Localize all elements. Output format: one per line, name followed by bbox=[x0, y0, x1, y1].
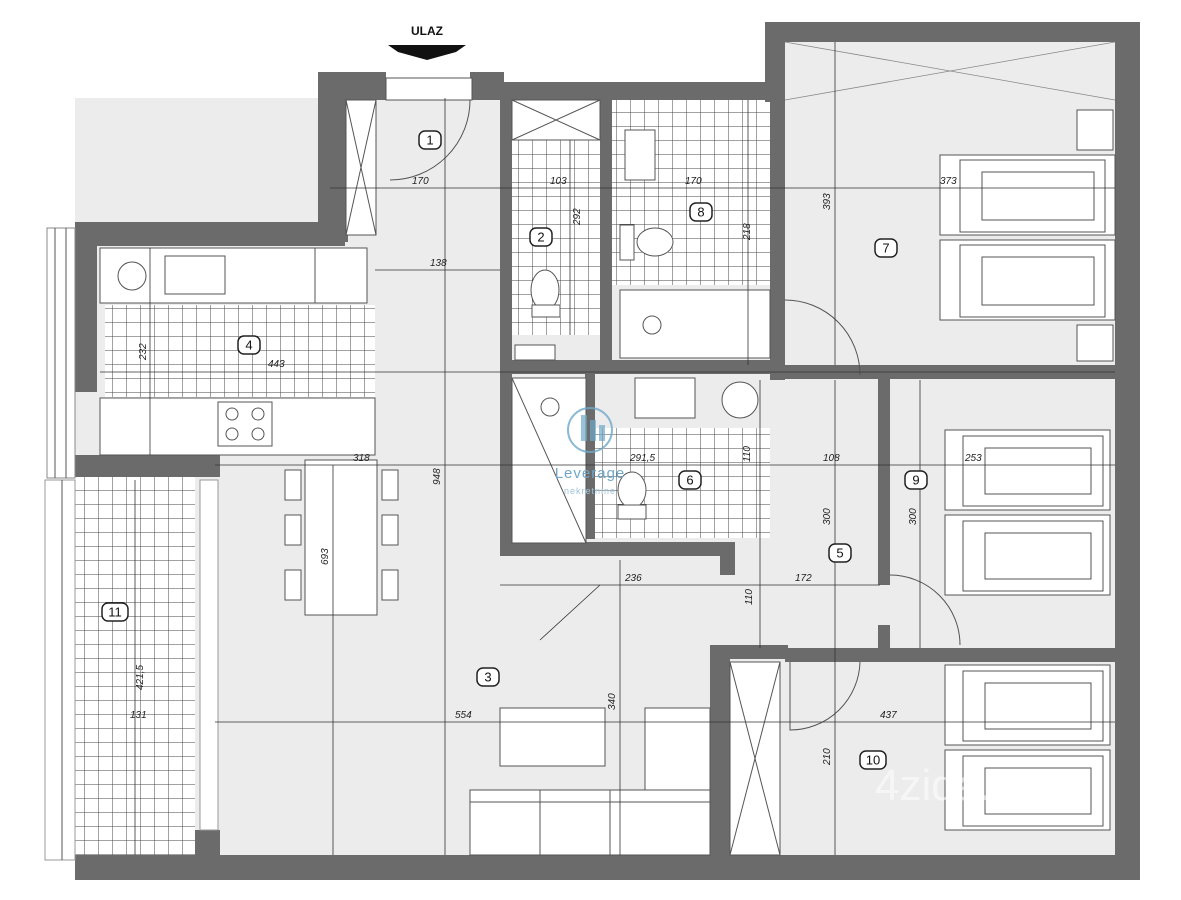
dimension-labels: 170 103 170 373 393 138 292 218 443 232 … bbox=[130, 176, 982, 766]
room-badge: 5 bbox=[828, 543, 852, 563]
dim-label: 232 bbox=[138, 343, 149, 361]
entrance-label: ULAZ bbox=[411, 24, 443, 38]
watermark: 4zida.r bbox=[875, 761, 1007, 810]
watermark-text: 4zida.r bbox=[875, 761, 1007, 810]
dim-label: 393 bbox=[822, 193, 833, 210]
dim-label: 131 bbox=[130, 710, 147, 721]
logo-name: Leverage bbox=[555, 465, 626, 482]
dim-label: 437 bbox=[880, 710, 897, 721]
room-badge: 4 bbox=[237, 335, 261, 355]
dim-label: 421,5 bbox=[135, 665, 146, 690]
room-number: 6 bbox=[686, 473, 693, 488]
dim-label: 172 bbox=[795, 573, 812, 584]
room-number: 10 bbox=[866, 753, 880, 768]
entrance-arrow-icon bbox=[388, 45, 466, 60]
dim-label: 443 bbox=[268, 359, 285, 370]
dim-label: 554 bbox=[455, 710, 472, 721]
dimension-lines bbox=[100, 42, 1115, 855]
dim-label: 170 bbox=[685, 176, 702, 187]
dim-label: 236 bbox=[624, 573, 642, 584]
entrance-marker: ULAZ bbox=[388, 24, 466, 60]
dim-label: 693 bbox=[320, 548, 331, 565]
dim-label: 110 bbox=[742, 446, 753, 462]
dim-label: 138 bbox=[430, 258, 447, 269]
dim-label: 210 bbox=[822, 748, 833, 766]
room-badge: 3 bbox=[476, 667, 500, 687]
room-number: 3 bbox=[484, 670, 491, 685]
dim-label: 948 bbox=[432, 468, 443, 485]
dim-label: 110 bbox=[744, 589, 755, 605]
logo-subtitle: nekretnine bbox=[564, 486, 616, 496]
room-badge: 9 bbox=[904, 470, 928, 490]
room-badges: 1 2 3 4 5 6 7 8 9 10 11 bbox=[101, 130, 928, 770]
dim-label: 253 bbox=[964, 453, 982, 464]
dim-label: 292 bbox=[572, 208, 583, 226]
window-lines bbox=[44, 41, 1116, 861]
dim-label: 291,5 bbox=[629, 453, 655, 464]
room-badge: 7 bbox=[874, 238, 898, 258]
room-number: 11 bbox=[108, 605, 122, 620]
room-number: 8 bbox=[697, 205, 704, 220]
room-badge: 2 bbox=[529, 227, 553, 247]
room-number: 1 bbox=[426, 133, 433, 148]
room-number: 2 bbox=[537, 230, 544, 245]
room-number: 5 bbox=[836, 546, 843, 561]
dim-label: 373 bbox=[940, 176, 957, 187]
room-number: 9 bbox=[912, 473, 919, 488]
dim-label: 318 bbox=[353, 453, 370, 464]
room-number: 4 bbox=[245, 338, 252, 353]
leverage-logo: Leverage nekretnine bbox=[555, 407, 626, 496]
walls bbox=[75, 22, 1140, 880]
dim-label: 103 bbox=[550, 176, 567, 187]
room-badge: 8 bbox=[689, 202, 713, 222]
logo-mark-icon bbox=[567, 407, 613, 453]
fixtures bbox=[99, 77, 1116, 856]
room-badge: 6 bbox=[678, 470, 702, 490]
dim-label: 300 bbox=[822, 508, 833, 525]
room-badge: 10 bbox=[859, 750, 887, 770]
room-number: 7 bbox=[882, 241, 889, 256]
room-badge: 11 bbox=[101, 602, 129, 622]
room-badge: 1 bbox=[418, 130, 442, 150]
dim-label: 300 bbox=[908, 508, 919, 525]
dim-label: 170 bbox=[412, 176, 429, 187]
dim-label: 108 bbox=[823, 453, 840, 464]
dim-label: 218 bbox=[742, 223, 753, 241]
dim-label: 340 bbox=[607, 693, 618, 710]
